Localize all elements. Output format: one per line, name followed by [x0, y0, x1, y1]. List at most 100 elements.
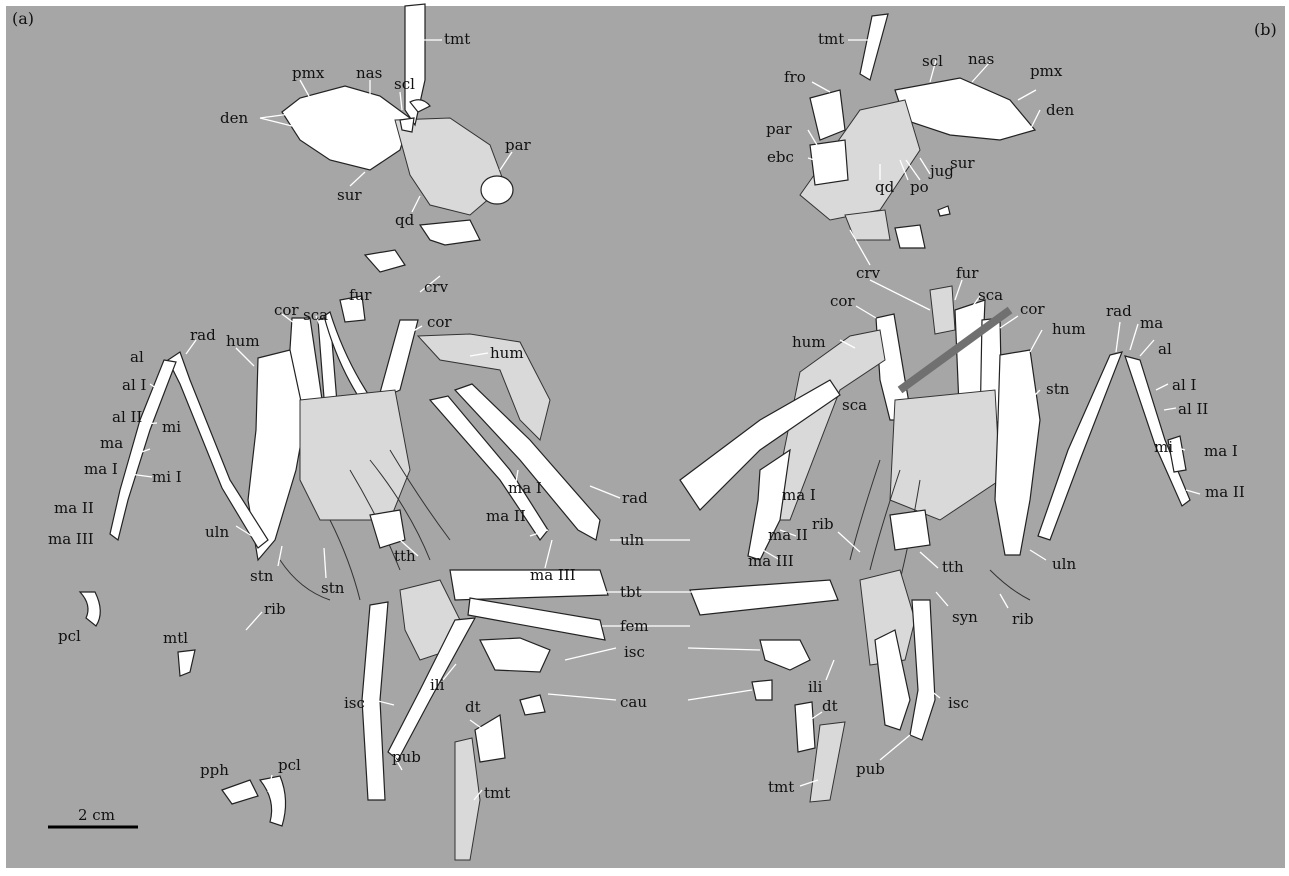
label-a-pmx: pmx	[292, 64, 325, 82]
label-a-hum-r: hum	[490, 344, 524, 362]
scale-bar-label: 2 cm	[78, 806, 115, 824]
label-a-tth: tth	[394, 547, 416, 565]
label-a-fur: fur	[349, 286, 372, 304]
label-a-rad: rad	[190, 326, 216, 344]
label-b-uln: uln	[1052, 555, 1076, 573]
label-a-uln: uln	[205, 523, 229, 541]
label-b-ebc: ebc	[767, 148, 794, 166]
label-a-mtl: mtl	[163, 629, 188, 647]
label-center-cau: cau	[620, 693, 647, 711]
label-b-rib-r: rib	[1012, 610, 1034, 628]
matrix-background	[6, 6, 1285, 868]
label-b-isc: isc	[948, 694, 969, 712]
label-b-pmx: pmx	[1030, 62, 1063, 80]
label-a-mi-i: mi I	[152, 468, 182, 486]
label-b-ili: ili	[808, 678, 823, 696]
label-a-crv: crv	[424, 278, 449, 296]
panel-label-b: (b)	[1254, 20, 1277, 39]
label-b-ma-ii: ma II	[1205, 483, 1245, 501]
label-a-tmt-bottom: tmt	[484, 784, 510, 802]
label-b-ma-i: ma I	[1204, 442, 1238, 460]
label-a-ma-iii: ma III	[48, 530, 94, 548]
label-b-sur: sur	[950, 154, 975, 172]
label-a-pph: pph	[200, 761, 229, 779]
label-b-mi: mi	[1154, 438, 1173, 456]
parietal-a	[481, 176, 513, 204]
label-b-qd: qd	[875, 178, 895, 196]
parietal-b	[810, 140, 848, 185]
label-b-cor-r: cor	[1020, 300, 1045, 318]
tibiotarsus-a	[450, 570, 608, 600]
label-b-al: al	[1158, 340, 1172, 358]
label-b-ma-iii: ma III	[748, 552, 794, 570]
label-a-pcl: pcl	[58, 627, 81, 645]
label-b-tmt-top: tmt	[818, 30, 844, 48]
label-a-qd: qd	[395, 211, 415, 229]
label-a-ma: ma	[100, 434, 123, 452]
label-a-tmt-top: tmt	[444, 30, 470, 48]
label-a-cor-l: cor	[274, 301, 299, 319]
label-center-tbt: tbt	[620, 583, 642, 601]
label-a-pub: pub	[392, 748, 421, 766]
label-b-syn: syn	[952, 608, 978, 626]
label-a-den: den	[220, 109, 248, 127]
label-a-al-i: al I	[122, 376, 147, 394]
label-a-cor-r: cor	[427, 313, 452, 331]
label-a-al: al	[130, 348, 144, 366]
label-b-rad: rad	[1106, 302, 1132, 320]
label-b-den: den	[1046, 101, 1074, 119]
thoracic-b	[890, 510, 930, 550]
cervical-b	[895, 225, 925, 248]
label-center-fem: fem	[620, 617, 649, 635]
label-b-rib: rib	[812, 515, 834, 533]
label-a-sca: sca	[303, 306, 328, 324]
label-a-ili: ili	[430, 676, 445, 694]
label-a-ma-iii-wing: ma III	[530, 566, 576, 584]
label-a-mi: mi	[162, 418, 181, 436]
label-b-ma: ma	[1140, 314, 1163, 332]
label-a-stn-r: stn	[321, 579, 345, 597]
label-b-hum-r: hum	[1052, 320, 1086, 338]
label-a-ma-i: ma I	[84, 460, 118, 478]
label-a-al-ii: al II	[112, 408, 142, 426]
label-b-nas: nas	[968, 50, 994, 68]
panel-label-a: (a)	[12, 9, 34, 28]
label-b-tth: tth	[942, 558, 964, 576]
label-a-pcl-b: pcl	[278, 756, 301, 774]
label-a-isc: isc	[344, 694, 365, 712]
label-a-hum-l: hum	[226, 332, 260, 350]
label-b-pub: pub	[856, 760, 885, 778]
label-b-hum-l: hum	[792, 333, 826, 351]
label-center-isc: isc	[624, 643, 645, 661]
label-b-ma-ii-wing: ma II	[768, 526, 808, 544]
label-a-ma-ii: ma II	[54, 499, 94, 517]
label-b-par: par	[766, 120, 793, 138]
label-b-sca-top: sca	[978, 286, 1003, 304]
label-b-scl: scl	[922, 52, 943, 70]
label-b-sca-mid: sca	[842, 396, 867, 414]
label-b-fro: fro	[784, 68, 806, 86]
label-a-ma-ii-wing: ma II	[486, 507, 526, 525]
label-b-dt: dt	[822, 697, 838, 715]
label-b-cor-l: cor	[830, 292, 855, 310]
label-a-par: par	[505, 136, 532, 154]
label-a-stn-l: stn	[250, 567, 274, 585]
label-b-fur: fur	[956, 264, 979, 282]
label-b-tmt-bottom: tmt	[768, 778, 794, 796]
label-b-stn: stn	[1046, 380, 1070, 398]
label-a-ma-i-wing: ma I	[508, 479, 542, 497]
label-center-uln: uln	[620, 531, 644, 549]
label-a-dt: dt	[465, 698, 481, 716]
label-b-ma-i-wing: ma I	[782, 486, 816, 504]
label-a-rib: rib	[264, 600, 286, 618]
label-b-po: po	[910, 178, 929, 196]
label-a-nas: nas	[356, 64, 382, 82]
label-a-sur: sur	[337, 186, 362, 204]
label-b-al-ii: al II	[1178, 400, 1208, 418]
label-b-crv: crv	[856, 264, 881, 282]
label-a-scl: scl	[394, 75, 415, 93]
label-b-al-i: al I	[1172, 376, 1197, 394]
label-a-rad-wing: rad	[622, 489, 648, 507]
